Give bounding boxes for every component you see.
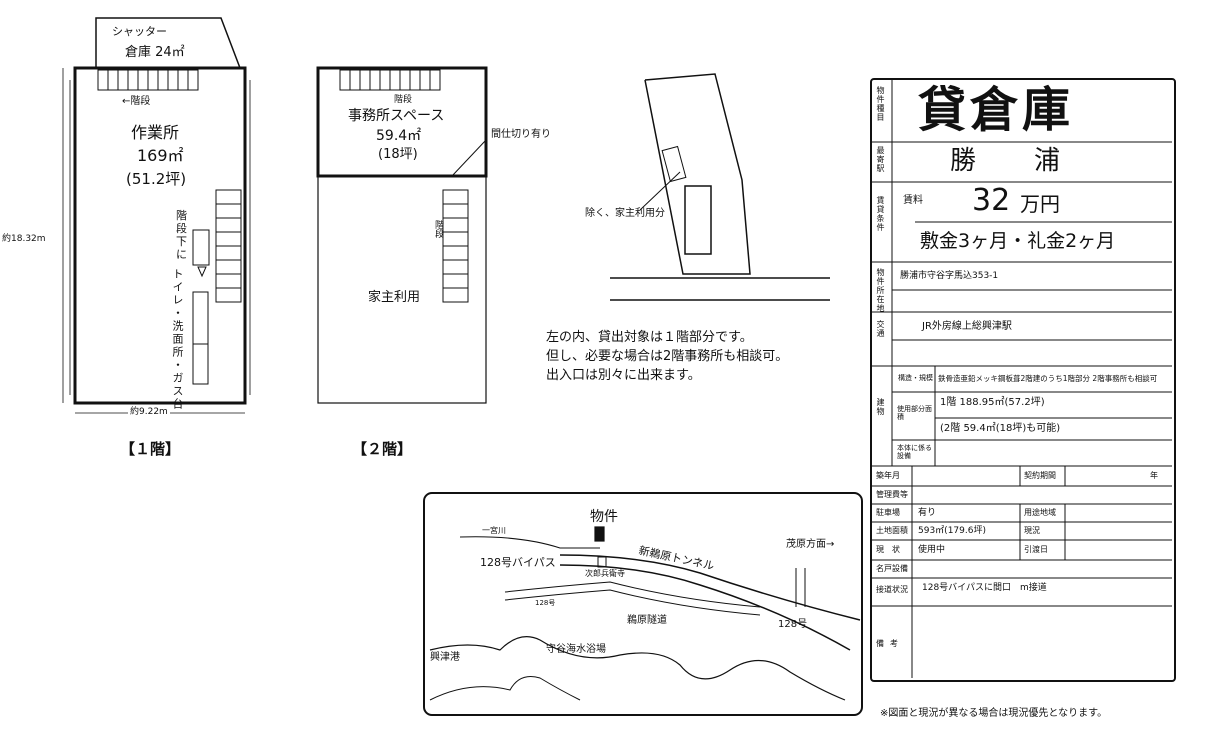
work-room-label: 作業所: [131, 123, 180, 142]
mgmt-label: 管理費等: [876, 490, 908, 499]
area-floor1: 1階 188.95㎡(57.2坪): [940, 397, 1045, 408]
rent-unit: 万円: [1020, 192, 1060, 216]
label-station: 最寄駅: [876, 146, 885, 173]
built-label: 築年月: [876, 471, 900, 480]
floor2-stairs-side: [442, 189, 469, 303]
map-property-label: 物件: [590, 509, 618, 525]
property-sheet: [870, 78, 1176, 682]
map-direction-label: 茂原方面→: [786, 539, 835, 550]
work-room-area: 169㎡: [137, 146, 184, 165]
structure-value: 鉄骨造亜鉛メッキ鋼板葺2階建のうち1階部分 2階事務所も相談可: [938, 374, 1158, 383]
owner-use-label: 家主利用: [368, 290, 421, 305]
floor1-fixture: [192, 229, 210, 266]
site-plan-lot: [644, 73, 751, 275]
structure-label: 構造・規模: [898, 374, 933, 382]
floor1-stairs-label: ←階段: [122, 96, 151, 107]
site-plan-building: [684, 185, 712, 255]
shutter-label: シャッター: [112, 25, 167, 38]
label-property-type: 物件種目: [876, 86, 885, 122]
map-shop-label: 次郎兵衛寺: [585, 569, 625, 578]
label-traffic: 交通: [876, 320, 885, 338]
site-plan-small: [661, 145, 687, 183]
road-label: 接道状況: [876, 585, 908, 594]
floor1-stairs-side: [215, 189, 242, 303]
occupancy-label: 現 状: [876, 545, 900, 554]
remarks-label: 備考: [876, 639, 904, 648]
station-name: 勝 浦: [950, 146, 1077, 176]
owner-note: 除く、家主利用分: [585, 208, 665, 219]
office-label: 事務所スペース: [348, 108, 445, 124]
office-tsubo: (18坪): [378, 147, 418, 162]
label-location: 物件所在地: [876, 268, 885, 313]
land-label: 土地面積: [876, 526, 908, 535]
map-shop-marker: [597, 556, 607, 568]
rent-amount: 32: [972, 183, 1011, 218]
map-port-label: 興津港: [430, 652, 460, 663]
footer-note: ※図面と現況が異なる場合は現況優先となります。: [880, 708, 1108, 719]
rights-label: 名戸設備: [876, 564, 908, 573]
map-bypass-label: 128号バイパス: [480, 556, 556, 569]
traffic-info: JR外房線上総興津駅: [922, 321, 1012, 332]
label-building: 建物: [876, 398, 885, 416]
width-dimension: 約9.22m: [128, 407, 170, 417]
map-road-label: 128号: [535, 599, 556, 607]
area-label: 使用部分面積: [897, 405, 932, 422]
deposit-terms: 敷金3ヶ月・礼金2ヶ月: [920, 230, 1116, 252]
label-terms: 賃貸条件: [876, 196, 885, 232]
map-frame: [423, 492, 863, 716]
road-value: 128号バイパスに間口 m接道: [922, 583, 1047, 593]
occupancy-value: 使用中: [918, 545, 946, 555]
floor2-side-stairs-label: 階段: [433, 220, 443, 238]
area-floor2: (2階 59.4㎡(18坪)も可能): [940, 423, 1061, 434]
partition-label: 間仕切り有り: [491, 129, 551, 140]
land-value: 593㎡(179.6坪): [918, 526, 986, 536]
present-label: 現況: [1024, 526, 1040, 535]
under-stairs-char-4: に: [176, 248, 187, 261]
map-river-label: 一宮川: [482, 526, 506, 535]
warehouse-label: 倉庫 24㎡: [125, 45, 185, 60]
map-road-label-2: 128号: [778, 619, 808, 630]
floor2-caption: 【２階】: [352, 440, 413, 458]
floor1-caption: 【１階】: [120, 440, 181, 458]
under-stairs-char-1: 階: [176, 209, 187, 222]
parking-value: 有り: [918, 508, 937, 518]
equipment-label: 本体に係る設備: [897, 444, 932, 461]
floor1-stairs-top: [97, 69, 199, 91]
handover-label: 引渡日: [1024, 545, 1048, 554]
note-line-1: 左の内、貸出対象は１階部分です。: [546, 330, 753, 345]
note-line-3: 出入口は別々に出来ます。: [546, 368, 701, 383]
parking-label: 駐車場: [876, 508, 900, 517]
floor2-stairs-top: [339, 69, 441, 91]
note-line-2: 但し、必要な場合は2階事務所も相談可。: [546, 349, 789, 364]
zoning-label: 用途地域: [1024, 508, 1056, 517]
height-dimension: 約18.32m: [2, 234, 46, 244]
under-stairs-char-3: 下: [176, 235, 187, 248]
property-location: 勝浦市守谷字馬込353-1: [900, 271, 999, 281]
map-beach-label: 守谷海水浴場: [546, 644, 606, 655]
office-outline: [316, 66, 488, 178]
property-title: 貸倉庫: [918, 82, 1075, 138]
work-room-tsubo: (51.2坪): [126, 170, 187, 188]
contract-unit: 年: [1150, 471, 1158, 480]
map-tunnel2-label: 鵜原隧道: [627, 615, 667, 626]
floor1-outline: [73, 66, 247, 405]
floor2-stairs-label: 階段: [394, 95, 413, 105]
map-property-marker: [594, 526, 605, 542]
contract-label: 契約期間: [1024, 471, 1056, 480]
floor1-counter: [192, 291, 209, 385]
rent-label: 賃料: [903, 195, 923, 206]
office-area: 59.4㎡: [376, 128, 422, 144]
under-stairs-char-2: 段: [176, 222, 187, 235]
facilities-label: トイレ・洗面所・ガス台: [171, 268, 184, 411]
